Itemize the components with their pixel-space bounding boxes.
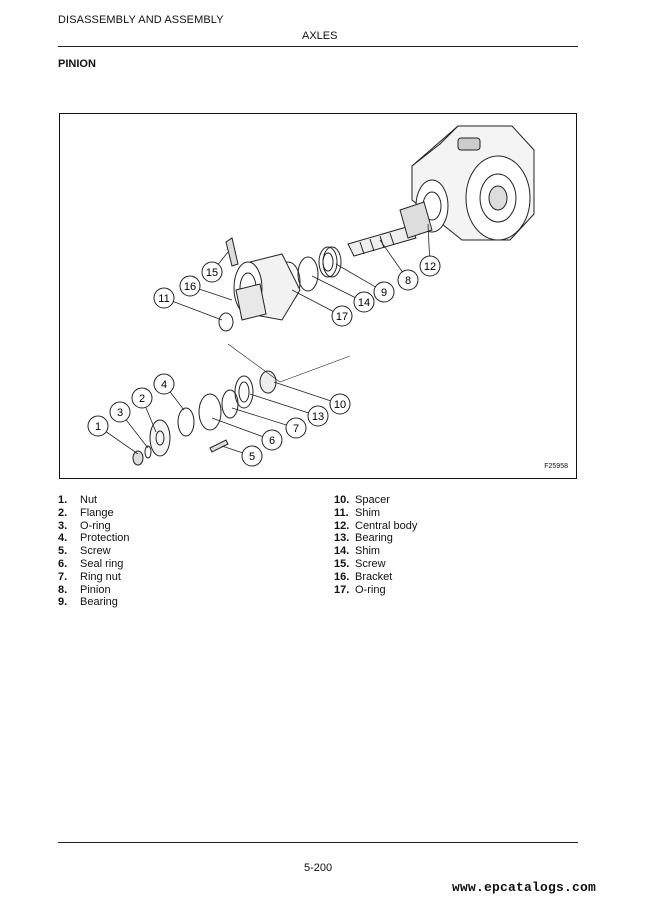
watermark: www.epcatalogs.com (452, 880, 597, 895)
header-section-title: DISASSEMBLY AND ASSEMBLY (58, 14, 224, 26)
legend-right: 10.Spacer 11.Shim 12.Central body 13.Bea… (334, 494, 417, 596)
page-number: 5-200 (304, 862, 333, 874)
header-rule (58, 46, 578, 47)
legend-item: 16.Bracket (334, 570, 393, 583)
svg-text:8: 8 (405, 275, 411, 287)
legend-item: 17.O-ring (334, 583, 386, 596)
svg-text:10: 10 (334, 399, 346, 411)
callout-1: 1 (87, 415, 109, 437)
spacer-drawing (259, 370, 277, 394)
callout-3: 3 (109, 401, 131, 423)
svg-text:16: 16 (184, 281, 196, 293)
nut-drawing (132, 450, 144, 466)
callout-13: 13 (307, 405, 329, 427)
callout-9: 9 (373, 281, 395, 303)
callout-16: 16 (179, 275, 201, 297)
svg-text:14: 14 (358, 297, 370, 309)
svg-text:13: 13 (312, 411, 324, 423)
legend-item: 1.Nut (58, 494, 98, 506)
svg-text:7: 7 (293, 423, 299, 435)
central-body-drawing (411, 125, 535, 241)
svg-text:11: 11 (158, 293, 169, 305)
protection-drawing (177, 407, 195, 437)
svg-text:5: 5 (249, 451, 255, 463)
legend-item: 9.Bearing (58, 596, 118, 609)
callout-10: 10 (329, 393, 351, 415)
svg-text:6: 6 (269, 435, 275, 447)
bearing-9-drawing (318, 246, 342, 278)
screw-15-drawing (225, 237, 239, 267)
legend-item: 2.Flange (58, 506, 114, 519)
callout-14: 14 (353, 291, 375, 313)
legend-item: 3.O-ring (58, 519, 111, 532)
legend-item: 4.Protection (58, 532, 130, 545)
legend-item: 10.Spacer (334, 494, 390, 506)
shim-14-drawing (297, 256, 319, 292)
legend-item: 8.Pinion (58, 583, 111, 596)
legend-item: 6.Seal ring (58, 557, 124, 570)
ring-nut-drawing (221, 389, 239, 419)
callout-17: 17 (331, 305, 353, 327)
svg-text:15: 15 (206, 267, 218, 279)
pinion-drawing (347, 201, 433, 257)
svg-text:4: 4 (161, 379, 167, 391)
legend-item: 13.Bearing (334, 532, 393, 545)
o-ring-3-drawing (144, 445, 152, 459)
footer-rule (58, 842, 578, 843)
header-chapter: AXLES (302, 30, 338, 42)
svg-text:2: 2 (139, 393, 145, 405)
svg-text:3: 3 (117, 407, 123, 419)
bearing-13-drawing (234, 375, 254, 409)
seal-ring-drawing (198, 393, 222, 431)
callout-7: 7 (285, 417, 307, 439)
legend-item: 12.Central body (334, 519, 418, 532)
svg-text:17: 17 (336, 311, 348, 323)
svg-text:1: 1 (95, 421, 101, 433)
legend-item: 7.Ring nut (58, 570, 121, 583)
svg-text:12: 12 (424, 261, 436, 273)
callout-8: 8 (397, 269, 419, 291)
svg-text:9: 9 (381, 287, 387, 299)
legend-left: 1.Nut 2.Flange 3.O-ring 4.Protection 5.S… (58, 494, 130, 609)
callout-2: 2 (131, 387, 153, 409)
page-heading: PINION (58, 58, 96, 70)
exploded-view-figure: 1 2 3 4 5 6 7 8 9 10 11 12 13 14 15 16 1… (59, 113, 577, 479)
callout-11: 11 (153, 287, 175, 309)
screw-5-drawing (209, 439, 229, 453)
legend-item: 14.Shim (334, 545, 381, 558)
legend-item: 15.Screw (334, 557, 386, 570)
legend-item: 11.Shim (334, 506, 381, 519)
callout-markers: 1 2 3 4 5 6 7 8 9 10 11 12 13 14 15 16 1… (87, 255, 441, 467)
shim-11-drawing (218, 312, 234, 332)
bracket-drawing (233, 253, 301, 321)
callout-4: 4 (153, 373, 175, 395)
legend-item: 5.Screw (58, 545, 111, 558)
callout-15: 15 (201, 261, 223, 283)
callout-5: 5 (241, 445, 263, 467)
exploded-view-drawing: 1 2 3 4 5 6 7 8 9 10 11 12 13 14 15 16 1… (87, 125, 535, 467)
callout-6: 6 (261, 429, 283, 451)
callout-12: 12 (419, 255, 441, 277)
figure-id: F25958 (544, 463, 568, 470)
